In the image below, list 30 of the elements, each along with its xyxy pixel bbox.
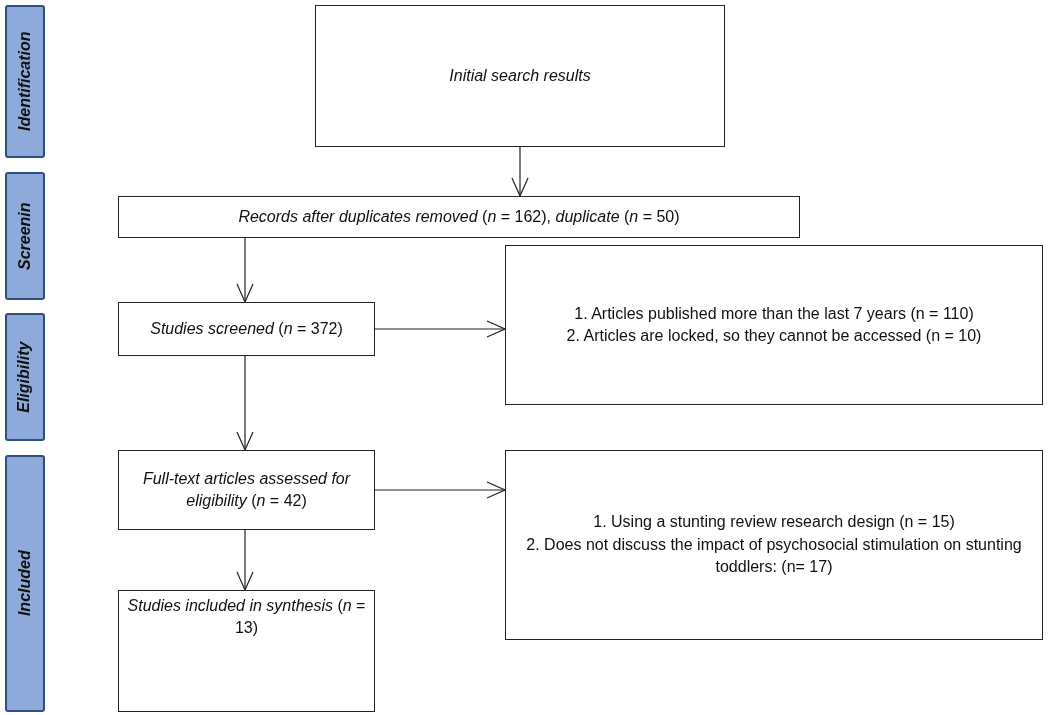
arrow bbox=[236, 529, 254, 591]
box-text: Studies included in synthesis (n = 13) bbox=[127, 596, 366, 639]
stage-band bbox=[5, 455, 45, 712]
box-text: 2. Articles are locked, so they cannot be accessed (n = 10) bbox=[566, 326, 982, 346]
process-box bbox=[505, 245, 1043, 405]
process-box bbox=[505, 450, 1043, 640]
stage-band bbox=[5, 172, 45, 300]
process-box bbox=[315, 5, 725, 147]
box-text: 1. Articles published more than the last 7 years (n = 110) bbox=[574, 303, 974, 324]
arrow bbox=[236, 237, 254, 303]
box-text: Initial search results bbox=[449, 65, 591, 86]
box-text: Full-text articles assessed for eligibility (n = 42) bbox=[141, 468, 352, 511]
box-text: 2. Does not discuss the impact of psychosocial stimulation on stunting toddlers: (n= 17) bbox=[525, 534, 1023, 578]
process-box bbox=[118, 302, 375, 356]
arrow bbox=[374, 481, 506, 499]
process-box bbox=[118, 450, 375, 530]
stage-band bbox=[5, 313, 45, 441]
box-text: Studies screened (n = 372) bbox=[150, 318, 343, 339]
arrow bbox=[236, 355, 254, 451]
stage-band bbox=[5, 5, 45, 158]
stage-label: Identification bbox=[14, 31, 34, 132]
arrow bbox=[511, 146, 529, 197]
box-text: 1. Using a stunting review research design (n = 15) bbox=[593, 512, 955, 533]
process-box bbox=[118, 196, 800, 238]
arrow bbox=[374, 320, 506, 338]
box-text: Records after duplicates removed (n = 162), duplicate (n = 50) bbox=[238, 206, 680, 227]
stage-label: Included bbox=[14, 550, 34, 617]
process-box bbox=[118, 590, 375, 712]
stage-label: Eligibility bbox=[14, 341, 34, 413]
stage-label: Screenin bbox=[14, 202, 34, 270]
